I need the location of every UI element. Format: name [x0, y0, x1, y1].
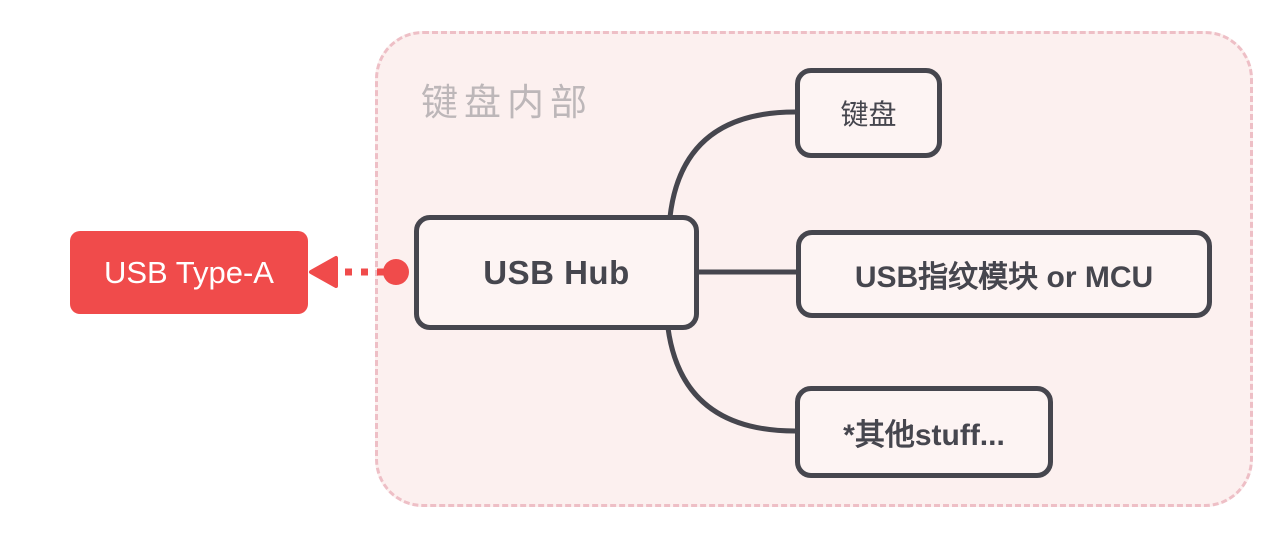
- node-keyboard-label: 键盘: [840, 99, 897, 130]
- node-fingerprint-mcu-label: USB指纹模块 or MCU: [854, 261, 1154, 294]
- group-title: 键盘内部: [421, 82, 593, 123]
- node-other-stuff[interactable]: *其他stuff...: [795, 386, 1053, 478]
- node-other-stuff-label: *其他stuff...: [843, 419, 1005, 452]
- node-usb-type-a[interactable]: USB Type-A: [70, 231, 308, 314]
- node-usb-hub[interactable]: USB Hub: [414, 215, 699, 330]
- node-fingerprint-mcu[interactable]: USB指纹模块 or MCU: [796, 230, 1212, 318]
- arrowhead-icon: [309, 256, 338, 288]
- node-usb-type-a-label: USB Type-A: [103, 254, 274, 290]
- node-usb-hub-label: USB Hub: [483, 253, 630, 291]
- node-keyboard[interactable]: 键盘: [795, 68, 942, 158]
